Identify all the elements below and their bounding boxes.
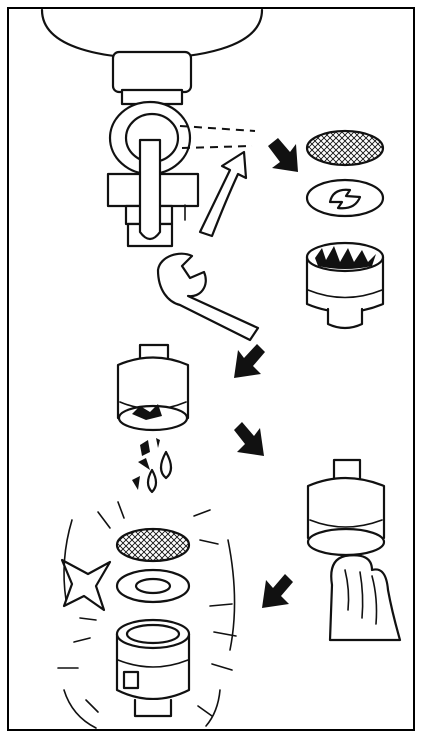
arrow-step-5 [262, 574, 293, 608]
arrow-step-3 [234, 344, 265, 378]
arrow-step-4 [234, 422, 264, 456]
aerator-housing-icon [308, 460, 384, 555]
aerator-housing-icon [117, 620, 189, 716]
tap-icon [42, 10, 262, 246]
water-drop-icon [148, 452, 171, 492]
unscrew-arrow-icon [200, 152, 246, 236]
washer-icon [117, 570, 189, 602]
aerator-housing-icon [118, 345, 188, 430]
mesh-screen-icon [117, 529, 189, 561]
mesh-screen-icon [307, 131, 383, 165]
arrow-to-parts [268, 138, 298, 172]
wrench-icon [158, 254, 258, 340]
sparkle-icon [62, 560, 110, 610]
aerator-housing-icon [307, 243, 383, 328]
hand-cloth-icon [330, 555, 400, 640]
washer-icon [307, 180, 383, 216]
